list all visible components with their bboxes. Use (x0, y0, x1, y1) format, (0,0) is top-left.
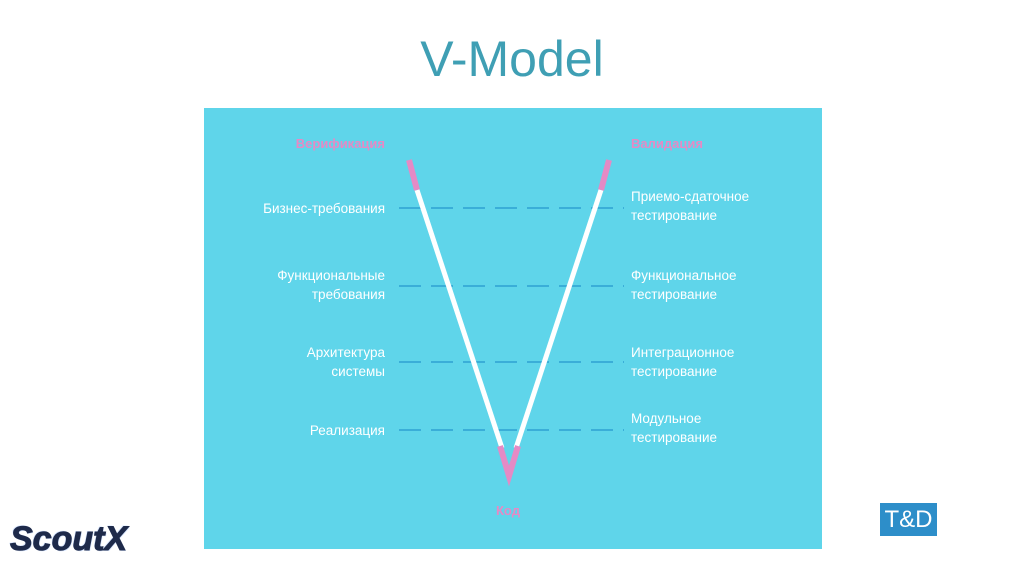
stage-functional-requirements: Функциональные требования (277, 268, 385, 302)
stage-implementation: Реализация (309, 423, 385, 438)
stage-system-architecture: Архитектура системы (306, 345, 385, 379)
v-left-arm (414, 189, 505, 449)
v-model-panel: Верификация Валидация Бизнес-требования … (204, 108, 822, 549)
validation-header: Валидация (631, 136, 703, 151)
td-badge: T&D (880, 503, 937, 536)
verification-header: Верификация (295, 136, 385, 151)
slide-title: V-Model (420, 31, 604, 87)
stage-integration-testing: Интеграционное тестирование (631, 345, 735, 379)
v-right-tip (598, 159, 612, 191)
stage-acceptance-testing: Приемо-сдаточное тестирование (631, 189, 750, 223)
stage-business-requirements: Бизнес-требования (263, 201, 385, 216)
v-right-arm (513, 189, 604, 449)
scoutx-logo: ScoutX (9, 520, 128, 559)
code-label: Код (496, 503, 520, 518)
stage-functional-testing: Функциональное тестирование (631, 268, 737, 302)
v-left-tip (406, 159, 420, 191)
stage-unit-testing: Модульное тестирование (631, 411, 718, 445)
v-bottom-point (497, 445, 521, 487)
v-model-diagram (399, 159, 624, 487)
